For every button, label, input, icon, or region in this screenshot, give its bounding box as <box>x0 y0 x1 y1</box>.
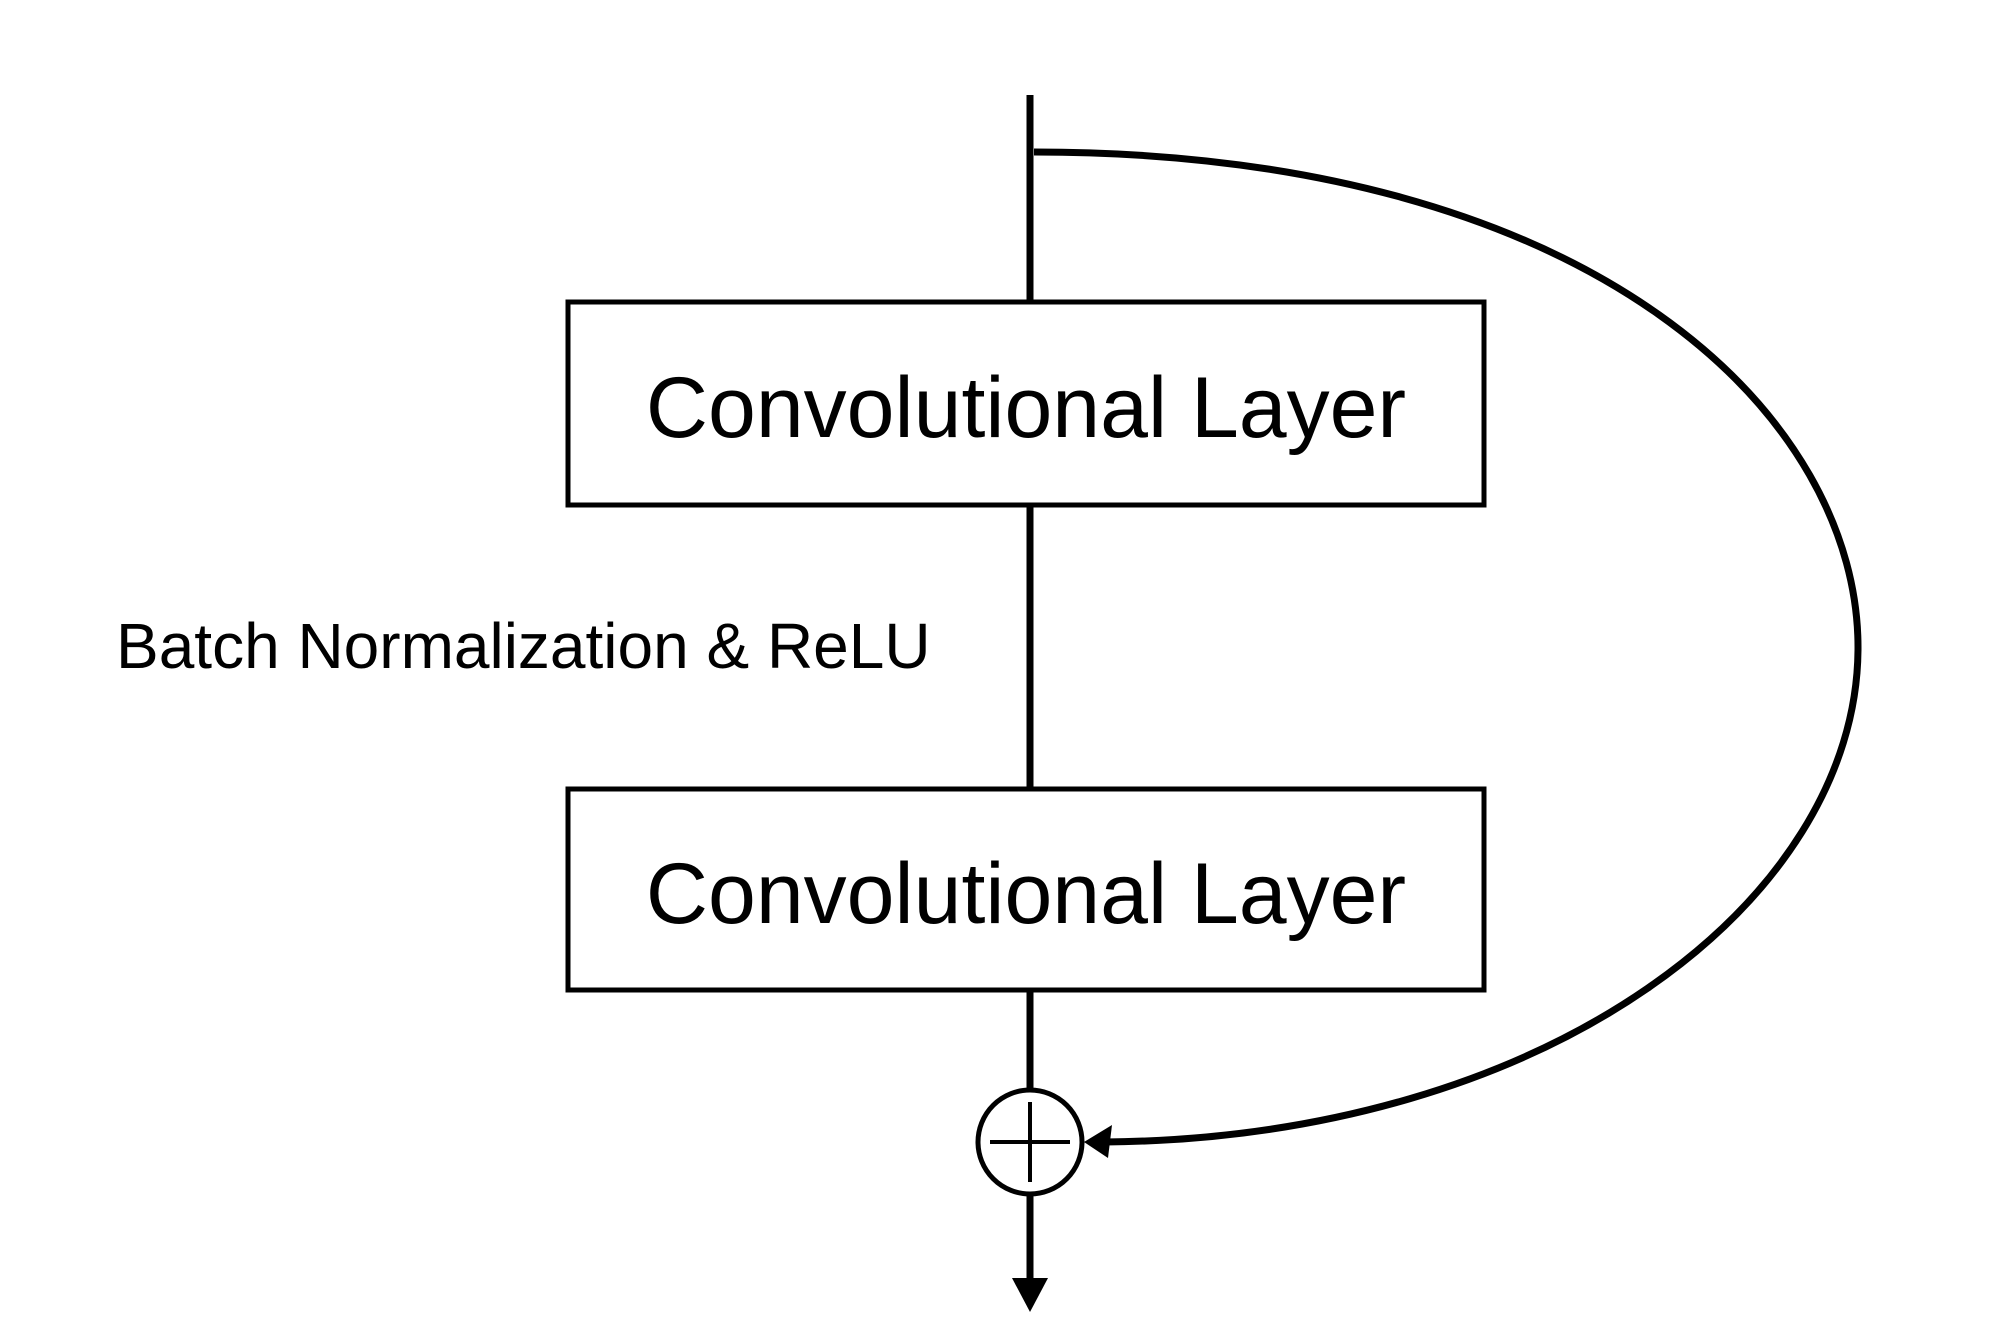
conv-layer-2-box <box>565 786 1487 993</box>
conv-layer-1: Convolutional Layer <box>565 299 1487 508</box>
conv-layer-1-box <box>565 299 1487 508</box>
skip-connection-curve <box>1033 148 1862 1146</box>
skip-arrowhead-icon <box>1084 1125 1112 1158</box>
add-operation-icon <box>975 1087 1085 1197</box>
output-arrowhead-icon <box>1012 1278 1048 1312</box>
conv-layer-2-label: Convolutional Layer <box>646 846 1406 942</box>
batchnorm-relu-label: Batch Normalization & ReLU <box>116 610 931 682</box>
conv-layer-2: Convolutional Layer <box>565 786 1487 993</box>
conv-layer-1-label: Convolutional Layer <box>646 360 1406 456</box>
